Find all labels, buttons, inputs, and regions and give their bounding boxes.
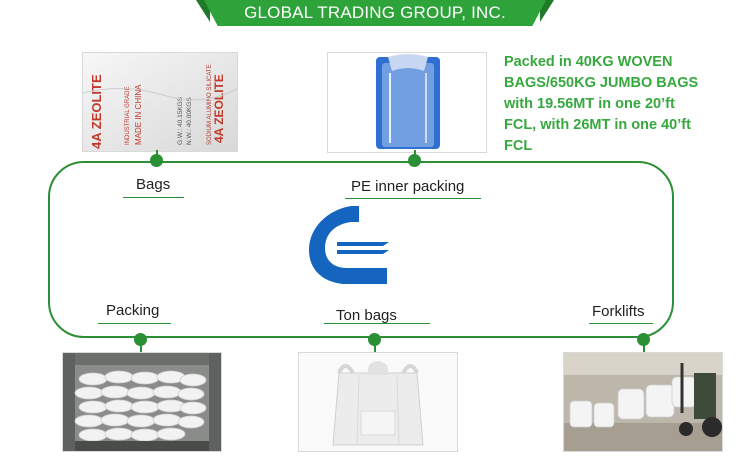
- pe-node-dot: [408, 154, 421, 167]
- pe-liner-image: [376, 54, 440, 149]
- ton-bags-node-dot: [368, 333, 381, 346]
- bags-node-dot: [150, 154, 163, 167]
- bag-weight-text: G.W.: 40.15KGS: [177, 96, 184, 145]
- packing-diagram-frame: [48, 161, 674, 338]
- pe-inner-packing-label: PE inner packing: [351, 178, 465, 195]
- pe-liner-photo: [327, 52, 487, 153]
- ton-bags-label-underline: [324, 323, 430, 324]
- bag-weight-text: N.W.: 40.00KGS: [186, 97, 193, 145]
- container-packing-image: [63, 353, 221, 451]
- bag-photo: 4A ZEOLITE 4A ZEOLITE SODIUM ALUMINO SIL…: [82, 52, 238, 152]
- description-line: FCL: [504, 138, 533, 154]
- packing-label: Packing: [106, 302, 160, 319]
- company-name: GLOBAL TRADING GROUP, INC.: [244, 3, 506, 22]
- description-line: with 19.56MT in one 20’ft: [504, 96, 675, 112]
- packing-label-underline: [98, 323, 171, 324]
- forklifts-label-underline: [589, 323, 653, 324]
- description-line: FCL, with 26MT in one 40’ft: [504, 117, 691, 133]
- packing-node-dot: [134, 333, 147, 346]
- forklifts-label: Forklifts: [592, 303, 645, 320]
- company-logo: [309, 206, 389, 284]
- forklifts-node-dot: [637, 333, 650, 346]
- bag-origin-text: MADE IN CHINA: [134, 84, 143, 145]
- bag-grade-text: INDUSTRIAL GRADE: [125, 87, 131, 145]
- container-packing-photo: [62, 352, 222, 452]
- forklift-image: [564, 353, 722, 451]
- packing-description: Packed in 40KG WOVEN BAGS/650KG JUMBO BA…: [504, 52, 744, 157]
- bag-image: 4A ZEOLITE 4A ZEOLITE SODIUM ALUMINO SIL…: [83, 53, 237, 151]
- description-line: BAGS/650KG JUMBO BAGS: [504, 75, 699, 91]
- bags-label-underline: [123, 197, 184, 198]
- header-banner: [204, 0, 546, 26]
- ton-bags-label: Ton bags: [336, 307, 397, 324]
- ton-bag-photo: [298, 352, 458, 452]
- bag-product-text: 4A ZEOLITE: [212, 74, 226, 143]
- bags-label: Bags: [136, 176, 171, 193]
- ton-bag-image: [299, 353, 457, 451]
- forklift-photo: [563, 352, 723, 452]
- bag-sub-text: SODIUM ALUMINO SILICATE: [207, 64, 213, 145]
- packing-connector: [140, 340, 142, 352]
- bag-product-text: 4A ZEOLITE: [89, 74, 104, 149]
- pe-label-underline: [345, 198, 481, 199]
- ton-bags-connector: [374, 340, 376, 352]
- forklifts-connector: [643, 340, 645, 352]
- description-line: Packed in 40KG WOVEN: [504, 54, 673, 70]
